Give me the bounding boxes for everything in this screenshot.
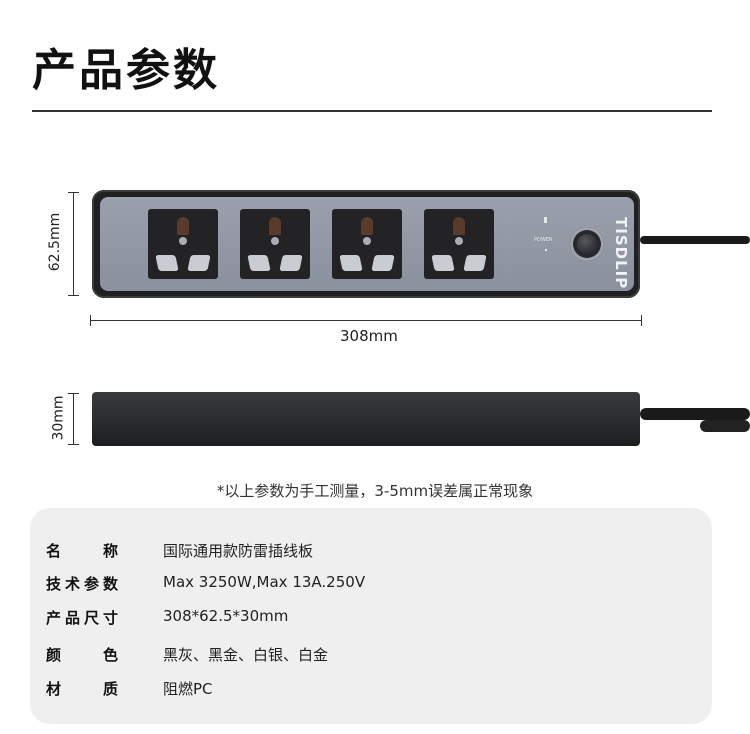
width-dimension-label: 308mm: [340, 327, 398, 345]
spec-label: 材质: [46, 680, 118, 698]
spec-value: 黑灰、黑金、白银、白金: [163, 646, 329, 664]
spec-value: 国际通用款防雷插线板: [163, 542, 314, 560]
spec-value: Max 3250W,Max 13A.250V: [163, 573, 366, 591]
power-switch-button: [570, 227, 604, 261]
height-dimension-label: 62.5mm: [47, 212, 64, 272]
depth-dimension-label: 30mm: [50, 395, 67, 441]
spec-label: 颜色: [46, 646, 118, 664]
spec-label: 产品尺寸: [46, 609, 118, 627]
spec-row: 产品尺寸 308*62.5*30mm: [30, 607, 712, 637]
measurement-note: *以上参数为手工测量，3-5mm误差属正常现象: [216, 482, 534, 500]
power-indicator: POWER: [534, 217, 556, 257]
spec-row: 材质 阻燃PC: [30, 678, 712, 708]
power-strip-side-view: [92, 392, 640, 446]
power-cable: [640, 236, 750, 244]
spec-value: 阻燃PC: [163, 680, 213, 698]
power-cable-side-lower: [700, 420, 750, 432]
spec-table: 名称 国际通用款防雷插线板 技术参数 Max 3250W,Max 13A.250…: [30, 508, 712, 724]
socket-3: [332, 209, 402, 279]
spec-row: 名称 国际通用款防雷插线板: [30, 540, 712, 570]
power-label: POWER: [534, 237, 553, 243]
spec-row: 颜色 黑灰、黑金、白银、白金: [30, 644, 712, 674]
power-led-icon: [544, 217, 547, 223]
page-title: 产品参数: [32, 45, 220, 96]
depth-dimension-line: [68, 393, 79, 445]
socket-2: [240, 209, 310, 279]
title-divider: [32, 110, 712, 112]
socket-4: [424, 209, 494, 279]
height-dimension-line: [68, 192, 79, 296]
spec-label: 名称: [46, 542, 118, 560]
spec-row: 技术参数 Max 3250W,Max 13A.250V: [30, 573, 712, 603]
spec-value: 308*62.5*30mm: [163, 607, 289, 625]
socket-1: [148, 209, 218, 279]
spec-label: 技术参数: [46, 575, 118, 593]
brand-logo: TISDLIP: [612, 217, 630, 290]
power-strip-top-view: POWER TISDLIP: [92, 190, 640, 298]
power-cable-side: [640, 408, 750, 420]
socket-panel: POWER TISDLIP: [100, 197, 634, 291]
width-dimension-line: [90, 315, 642, 326]
